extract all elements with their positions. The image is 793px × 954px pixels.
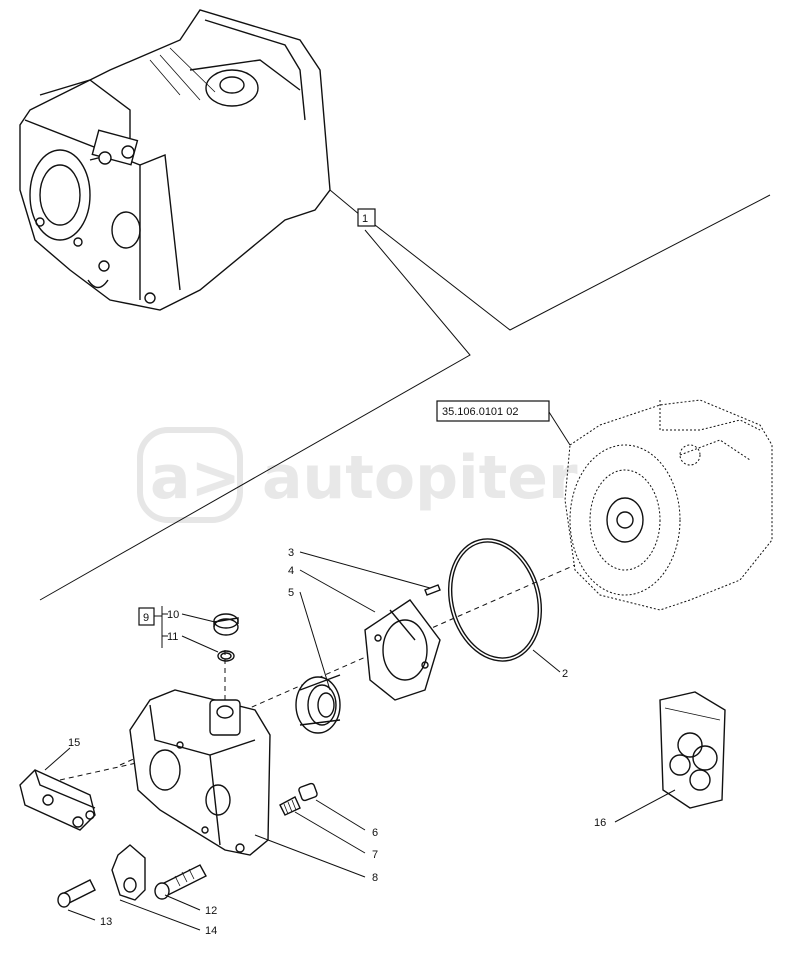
assembly-reference: 35.106.0101 02	[436, 400, 571, 446]
callout-10-label: 10	[167, 609, 179, 621]
o-ring-part: 2	[447, 538, 568, 680]
watermark-text: autopiter	[262, 443, 578, 513]
seal-kit-part: 16	[594, 691, 726, 829]
callout-14-label: 14	[205, 925, 217, 937]
plug-seal-parts: 6 7	[279, 782, 378, 861]
solenoid-valve-part: 15	[19, 737, 96, 831]
callout-5-label: 5	[288, 587, 294, 599]
fastener-parts: 13 14 12	[57, 844, 217, 937]
callout-1: 1	[39, 189, 771, 601]
watermark-logo: a>	[150, 443, 241, 513]
watermark: a> autopiter	[137, 427, 578, 523]
callout-12-label: 12	[205, 905, 217, 917]
bearing-part: 5	[288, 587, 341, 734]
callout-2-label: 2	[562, 668, 568, 680]
pin-part: 3	[288, 547, 441, 596]
callout-15-label: 15	[68, 737, 80, 749]
callout-16-label: 16	[594, 817, 606, 829]
callout-4-label: 4	[288, 565, 294, 577]
pump-assembly-main	[19, 9, 331, 311]
callout-6-label: 6	[372, 827, 378, 839]
callout-8-label: 8	[372, 872, 378, 884]
assembly-code-label: 35.106.0101 02	[442, 406, 518, 418]
callout-1-label: 1	[362, 213, 368, 225]
callout-9-group: 9 10 11	[138, 606, 239, 662]
pump-assembly-reference	[564, 399, 773, 611]
callout-3-label: 3	[288, 547, 294, 559]
end-cover-part: 8	[129, 689, 378, 884]
callout-11-label: 11	[167, 631, 178, 643]
callout-7-label: 7	[372, 849, 378, 861]
valve-plate-part: 4	[288, 565, 441, 701]
callout-9-label: 9	[143, 612, 149, 624]
callout-13-label: 13	[100, 916, 112, 928]
